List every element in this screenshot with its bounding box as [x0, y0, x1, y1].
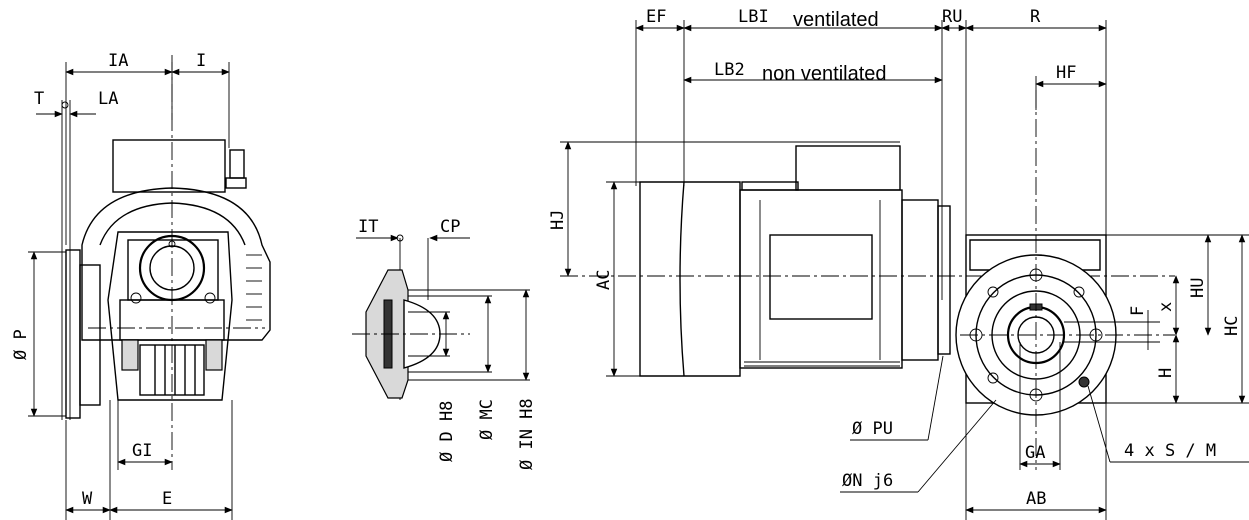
dim-label-P: Ø P	[11, 329, 31, 360]
dim-label-S: 4 x S / M	[1124, 441, 1216, 461]
dim-label-PU: Ø PU	[852, 419, 893, 439]
note-non-ventilated: non ventilated	[762, 63, 887, 85]
note-ventilated: ventilated	[793, 9, 879, 31]
dim-label-GA: GA	[1025, 443, 1045, 463]
dim-label-HC: HC	[1222, 316, 1242, 336]
dim-label-HU: HU	[1188, 278, 1208, 298]
left-side-view: IA I T LA Ø P	[11, 51, 271, 520]
dim-label-AB: AB	[1026, 489, 1046, 509]
dim-label-IA: IA	[108, 51, 128, 71]
dim-label-D: Ø D H8	[437, 401, 457, 462]
dim-label-EF: EF	[646, 7, 666, 27]
dim-label-CP: CP	[440, 217, 460, 237]
dim-label-LA: LA	[98, 89, 118, 109]
dim-label-IN: Ø IN H8	[517, 398, 537, 470]
dim-label-LB1: LBI	[738, 7, 769, 27]
dim-label-GI: GI	[132, 441, 152, 461]
dim-label-F: F	[1128, 306, 1148, 316]
dim-label-W: W	[82, 489, 93, 509]
dim-label-HF: HF	[1056, 63, 1076, 83]
dim-label-AC: AC	[594, 270, 614, 290]
dim-label-RU: RU	[942, 7, 962, 27]
front-view: EF LBI ventilated RU R LB2 non ventilate…	[548, 7, 1249, 520]
dim-label-T: T	[34, 89, 44, 109]
dim-label-HJ: HJ	[548, 210, 568, 230]
dim-label-E: E	[162, 489, 172, 509]
dim-label-LB2: LB2	[714, 60, 745, 80]
dim-label-I: I	[196, 51, 206, 71]
dim-label-IT: IT	[358, 217, 378, 237]
dim-label-MC: Ø MC	[477, 399, 497, 440]
dim-label-x: x	[1156, 302, 1176, 312]
dim-label-N: ØN j6	[842, 471, 893, 491]
flange-detail-view: IT CP Ø D H8 Ø MC Ø IN H8	[352, 217, 537, 470]
dim-label-R: R	[1030, 7, 1041, 27]
dim-label-H: H	[1156, 368, 1176, 378]
